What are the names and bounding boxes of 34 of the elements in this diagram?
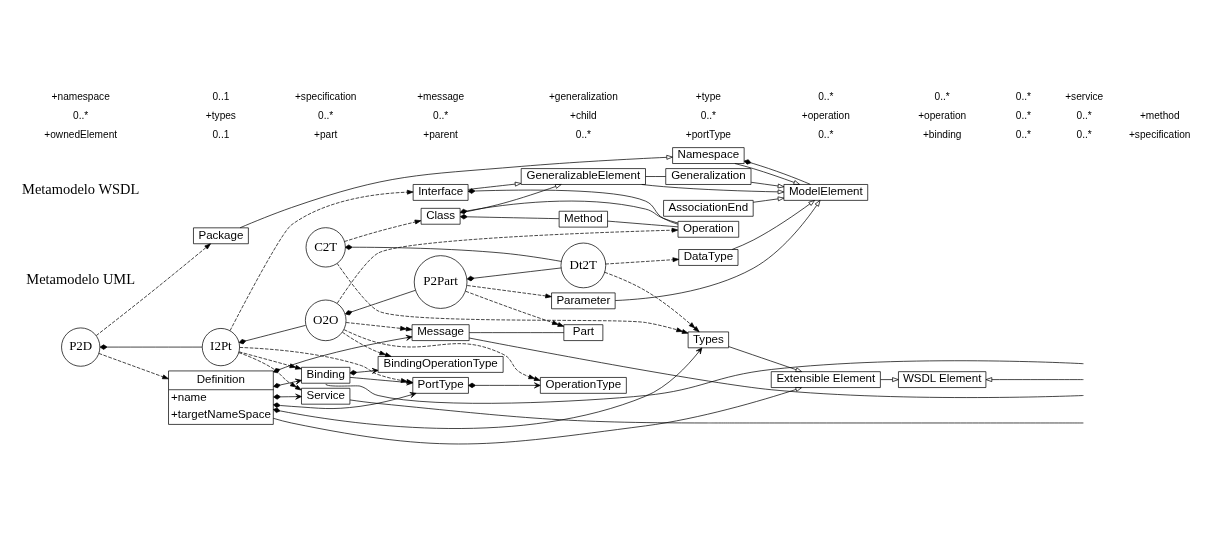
- label: 0..*: [1015, 128, 1032, 140]
- label: 0..*: [1015, 90, 1032, 102]
- label: +binding: [922, 128, 962, 140]
- label: 0..*: [934, 90, 950, 102]
- label: Metamodelo UML: [26, 270, 136, 287]
- label: 0..1: [212, 90, 230, 102]
- label: +operation: [918, 109, 967, 121]
- label: 0..*: [1015, 109, 1032, 121]
- label: +parent: [423, 128, 458, 140]
- label: +namespace: [51, 90, 110, 102]
- label: +specification: [294, 90, 357, 102]
- label: +specification: [1128, 128, 1191, 140]
- label: 0..*: [575, 128, 591, 140]
- label: +portType: [685, 128, 731, 140]
- label: +method: [1139, 109, 1180, 121]
- label: 0..*: [818, 90, 834, 102]
- label: 0..*: [73, 109, 89, 121]
- label: +generalization: [548, 90, 618, 102]
- label: +type: [695, 90, 721, 102]
- label: +part: [314, 128, 338, 140]
- label: 0..1: [212, 128, 230, 140]
- label: Metamodelo WSDL: [22, 180, 140, 197]
- label: 0..*: [433, 109, 449, 121]
- label: +service: [1065, 90, 1104, 102]
- label: +message: [417, 90, 465, 102]
- label: +operation: [801, 109, 850, 121]
- label: 0..*: [1076, 109, 1092, 121]
- label: 0..*: [1076, 128, 1092, 140]
- label: 0..*: [700, 109, 716, 121]
- label: +ownedElement: [44, 128, 118, 140]
- label: +types: [205, 109, 236, 121]
- label: 0..*: [818, 128, 834, 140]
- label: +child: [570, 109, 597, 121]
- label: 0..*: [318, 109, 334, 121]
